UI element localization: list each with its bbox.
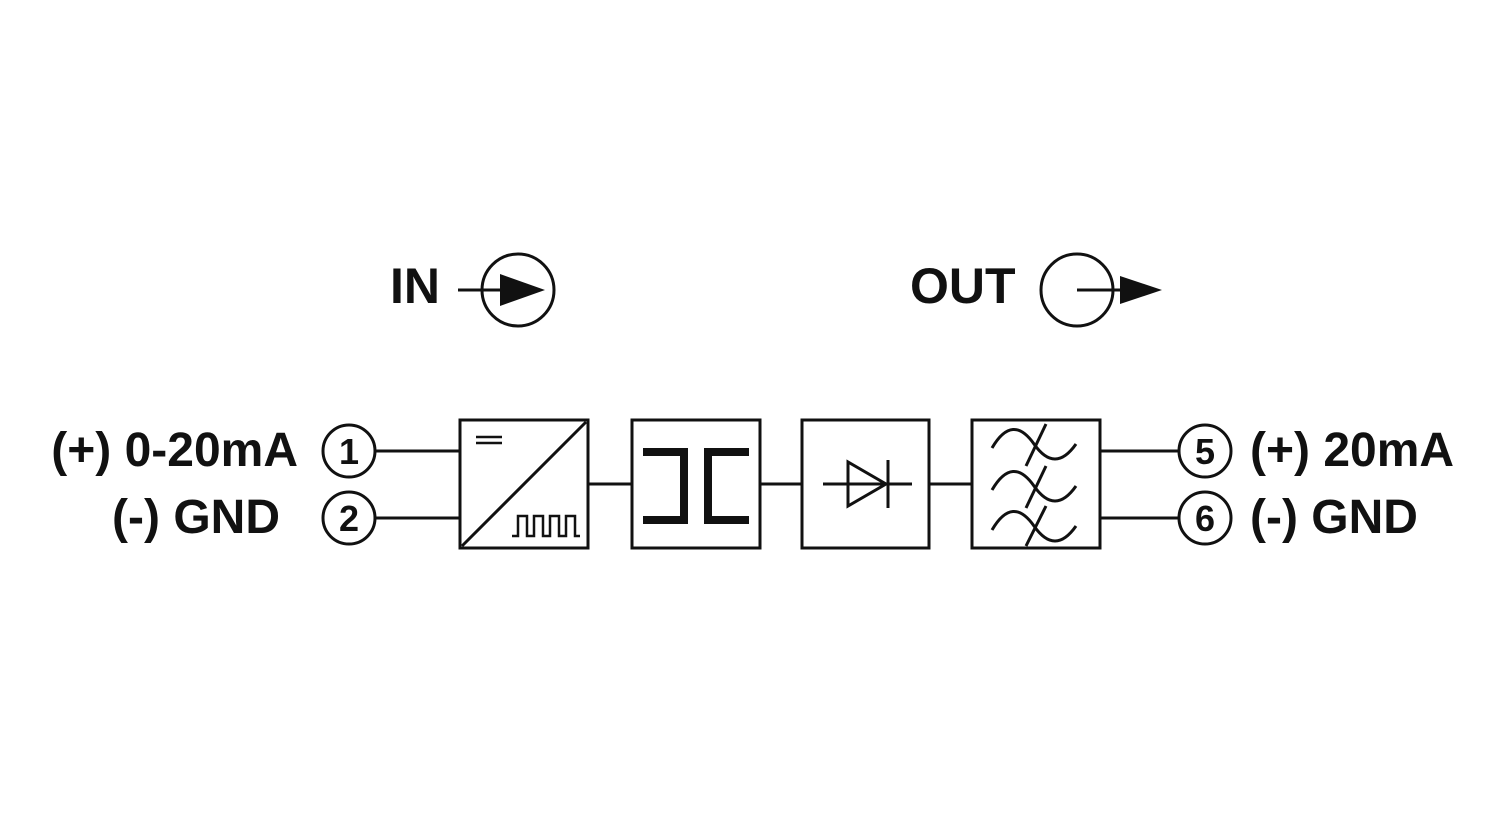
terminal-1-number: 1 [339, 431, 359, 472]
diode-icon [823, 459, 912, 509]
terminal-1: 1 [321, 423, 377, 479]
terminal-6-number: 6 [1195, 498, 1215, 539]
filter-icon [990, 423, 1078, 547]
terminal-5: 5 [1177, 423, 1233, 479]
output-arrow-icon [1039, 252, 1162, 328]
converter-block [458, 418, 590, 550]
rectifier-block [800, 418, 931, 550]
output-gnd-label: (-) GND [1250, 491, 1418, 544]
out-label: OUT [910, 258, 1016, 314]
terminal-2-number: 2 [339, 498, 359, 539]
input-gnd-label: (-) GND [112, 491, 280, 544]
isolation-block [630, 418, 762, 550]
terminal-5-number: 5 [1195, 431, 1215, 472]
filter-block [970, 418, 1102, 550]
input-arrow-icon [458, 252, 556, 328]
terminal-2: 2 [321, 490, 377, 546]
input-signal-label: (+) 0-20mA [51, 424, 298, 477]
dc-to-pulse-converter-icon [476, 435, 580, 538]
in-label: IN [390, 258, 440, 314]
galvanic-isolation-icon [643, 448, 749, 524]
terminal-6: 6 [1177, 490, 1233, 546]
output-signal-label: (+) 20mA [1250, 424, 1454, 477]
